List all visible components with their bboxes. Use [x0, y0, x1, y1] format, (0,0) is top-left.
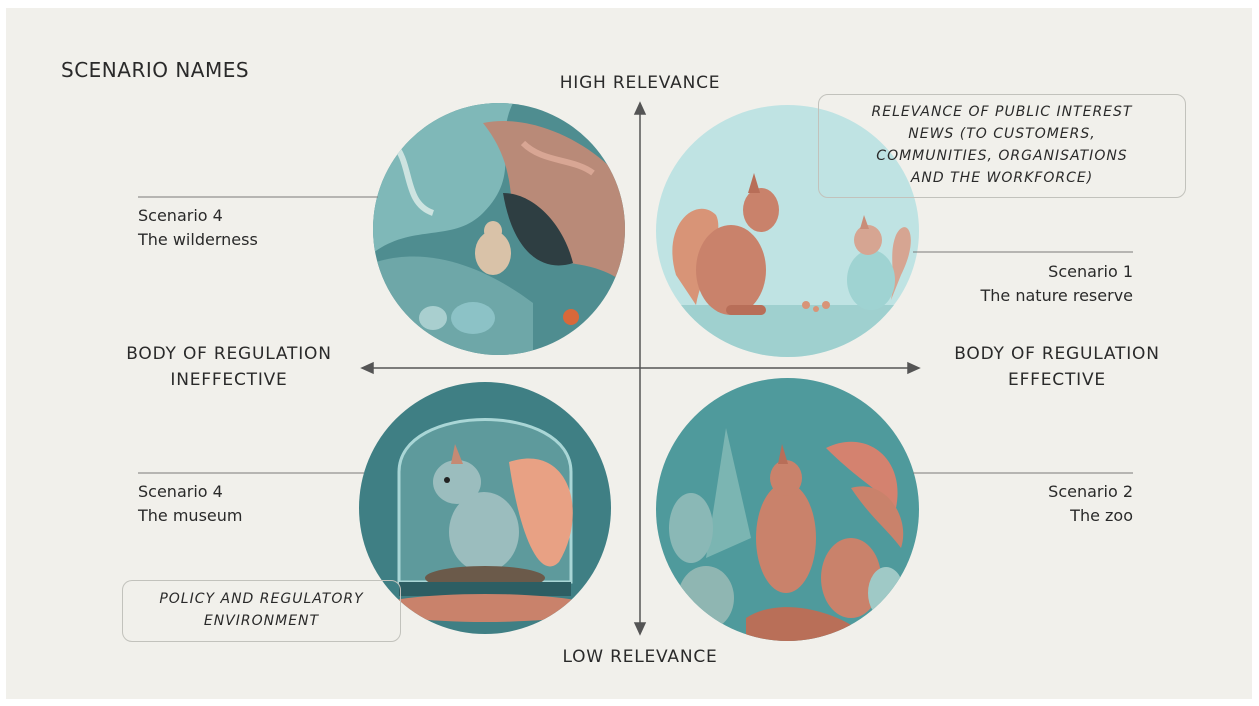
museum-image — [359, 382, 611, 634]
axes — [360, 101, 921, 636]
callout-line: ENVIRONMENT — [203, 613, 320, 629]
scenario-top-right: Scenario 1 The nature reserve — [913, 260, 1134, 308]
axis-label-effective: BODY OF REGULATION EFFECTIVE — [916, 341, 1198, 393]
axis-label-ineffective-line1: BODY OF REGULATION — [126, 344, 332, 364]
arrow-down-icon — [633, 622, 647, 636]
scenario-number: Scenario 1 — [1048, 262, 1133, 281]
scenario-name: The zoo — [1070, 506, 1133, 525]
callout-line: RELEVANCE OF PUBLIC INTEREST — [871, 104, 1133, 120]
scenario-number: Scenario 4 — [138, 206, 223, 225]
scenario-number: Scenario 4 — [138, 482, 223, 501]
axis-label-high-relevance: HIGH RELEVANCE — [559, 73, 721, 93]
wilderness-image — [373, 103, 625, 355]
axis-label-effective-line2: EFFECTIVE — [1008, 370, 1106, 390]
axis-label-ineffective: BODY OF REGULATION INEFFECTIVE — [88, 341, 370, 393]
callout-policy: POLICY AND REGULATORY ENVIRONMENT — [122, 580, 401, 642]
scenario-name: The wilderness — [138, 230, 258, 249]
leader-lines — [138, 196, 1133, 474]
scenario-name: The museum — [138, 506, 243, 525]
axis-label-low-relevance: LOW RELEVANCE — [562, 647, 718, 667]
diagram-canvas: SCENARIO NAMES — [6, 8, 1252, 699]
axis-label-effective-line1: BODY OF REGULATION — [954, 344, 1160, 364]
scenario-top-left: Scenario 4 The wilderness — [138, 204, 258, 252]
callout-public-interest: RELEVANCE OF PUBLIC INTEREST NEWS (TO CU… — [818, 94, 1186, 198]
scenario-bottom-right: Scenario 2 The zoo — [913, 480, 1133, 528]
scenario-name: The nature reserve — [980, 286, 1134, 305]
callout-line: NEWS (TO CUSTOMERS, — [908, 126, 1096, 142]
arrow-left-icon — [360, 361, 374, 375]
scenario-number: Scenario 2 — [1048, 482, 1133, 501]
arrow-up-icon — [633, 101, 647, 115]
callout-line: POLICY AND REGULATORY — [159, 591, 364, 607]
page-title: SCENARIO NAMES — [61, 58, 250, 82]
axis-label-ineffective-line2: INEFFECTIVE — [170, 370, 288, 390]
arrow-right-icon — [907, 361, 921, 375]
scenario-bottom-left: Scenario 4 The museum — [138, 480, 242, 528]
callout-line: COMMUNITIES, ORGANISATIONS — [876, 148, 1128, 164]
callout-line: AND THE WORKFORCE) — [910, 170, 1094, 186]
zoo-image — [656, 378, 919, 641]
